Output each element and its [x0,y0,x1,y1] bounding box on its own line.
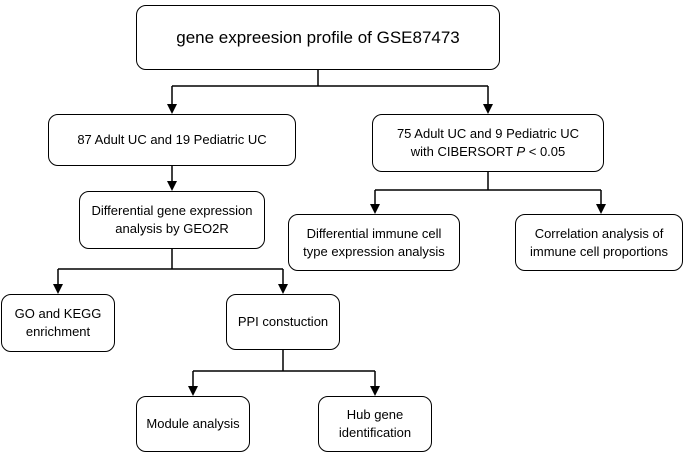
node-module-analysis: Module analysis [136,396,250,452]
node-label-line2: with CIBERSORT P < 0.05 [411,143,566,161]
node-label-line2: identification [338,425,412,440]
node-go-kegg-enrichment: GO and KEGG enrichment [1,294,115,352]
node-label-line2: analysis by GEO2R [115,221,229,236]
node-label-line1: Correlation analysis of [534,225,664,241]
node-correlation-analysis: Correlation analysis of immune cell prop… [515,214,683,271]
node-left-cohort: 87 Adult UC and 19 Pediatric UC [48,114,296,166]
node-label-line2-suffix: < 0.05 [525,144,566,159]
p-value-symbol: P [516,144,526,159]
node-label-line1: Differential immune cell [306,225,442,241]
node-label-line1: Hub gene [346,407,404,422]
node-label-line1: Differential gene expression [91,203,253,218]
node-label-line1: 75 Adult UC and 9 Pediatric UC [396,126,580,141]
node-label: 87 Adult UC and 19 Pediatric UC [77,132,267,147]
node-differential-gene-expression: Differential gene expression analysis by… [79,191,265,249]
node-gene-expression-profile: gene expreesion profile of GSE87473 [136,5,500,70]
node-label-line2-prefix: with CIBERSORT [410,144,517,159]
node-label-line2: type expression analysis [303,243,445,259]
node-hub-gene-identification: Hub gene identification [318,396,432,452]
node-label-line1: GO and KEGG [14,306,102,321]
node-label-line2: immune cell proportions [529,243,668,259]
node-right-cohort: 75 Adult UC and 9 Pediatric UC with CIBE… [372,114,604,172]
node-label-line2: enrichment [25,324,91,339]
node-label: gene expreesion profile of GSE87473 [176,27,460,47]
node-differential-immune-cell: Differential immune cell type expression… [288,214,460,271]
node-label: Module analysis [146,416,240,431]
node-label: PPI constuction [237,314,329,329]
node-ppi-construction: PPI constuction [226,294,340,350]
